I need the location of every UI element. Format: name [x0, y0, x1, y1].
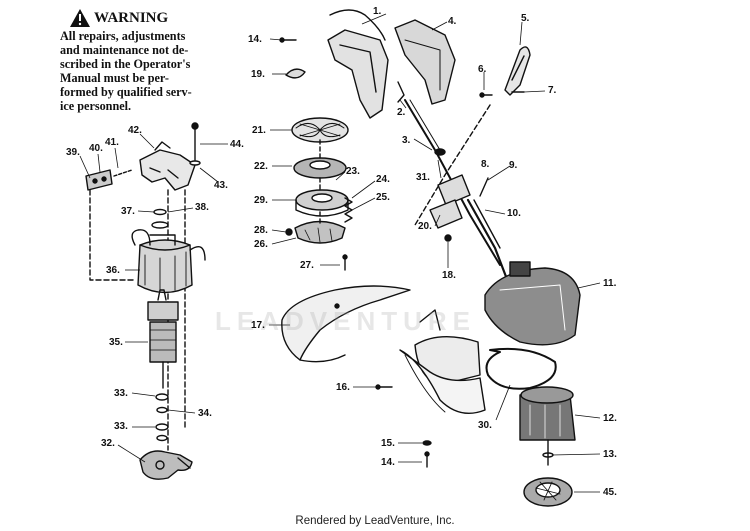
callout-32: 32. — [101, 438, 115, 449]
callout-18: 18. — [442, 270, 456, 281]
callout-11: 11. — [603, 278, 617, 289]
callout-43: 43. — [214, 180, 228, 191]
callout-6: 6. — [478, 64, 487, 75]
spring-19-part — [285, 68, 306, 79]
callout-30: 30. — [478, 420, 492, 431]
callout-37: 37. — [121, 206, 135, 217]
warning-text: All repairs, adjustments and maintenance… — [60, 29, 192, 113]
callout-27: 27. — [300, 260, 314, 271]
callout-14-bottom: 14. — [381, 457, 395, 468]
callout-41: 41. — [105, 137, 119, 148]
callout-5: 5. — [521, 13, 530, 24]
callout-17: 17. — [251, 320, 265, 331]
cord-1-part — [329, 9, 386, 41]
callout-24: 24. — [376, 174, 390, 185]
callout-39: 39. — [66, 147, 80, 158]
callout-31: 31. — [416, 172, 430, 183]
callout-3: 3. — [402, 135, 411, 146]
warning-notice: WARNING All repairs, adjustments and mai… — [60, 10, 260, 113]
warning-icon — [70, 9, 90, 27]
callout-14-top: 14. — [248, 34, 262, 45]
end-cap-32 — [139, 450, 193, 480]
callout-1: 1. — [373, 6, 382, 17]
bolt-27-part — [342, 254, 348, 271]
callout-33-bottom: 33. — [114, 421, 128, 432]
spool-22-part — [293, 157, 347, 179]
screw-6-7-part — [479, 91, 525, 98]
washer-37-38 — [151, 208, 169, 229]
hub-26-part — [285, 220, 346, 244]
screw-9-part — [479, 177, 489, 197]
callout-29: 29. — [254, 195, 268, 206]
callout-21: 21. — [252, 125, 266, 136]
callout-4: 4. — [448, 16, 457, 27]
motor-housing-top-part — [139, 141, 196, 191]
callout-15: 15. — [381, 438, 395, 449]
callout-12: 12. — [603, 413, 617, 424]
guard-lower-part — [399, 349, 486, 414]
callout-33-top: 33. — [114, 388, 128, 399]
motor-housing-36 — [131, 229, 206, 294]
callout-20: 20. — [418, 221, 432, 232]
line-spool-29-part — [295, 189, 349, 217]
footer-credit: Rendered by LeadVenture, Inc. — [295, 515, 455, 527]
callout-45: 45. — [603, 487, 617, 498]
callout-38: 38. — [195, 202, 209, 213]
callout-42: 42. — [128, 125, 142, 136]
callout-7: 7. — [548, 85, 557, 96]
motor-housing-11-part — [484, 261, 581, 346]
callout-34: 34. — [198, 408, 212, 419]
switch-2-part — [397, 81, 405, 103]
handle-left-part — [327, 29, 389, 119]
fan-45-part — [523, 477, 573, 507]
fan-21-part — [291, 117, 349, 143]
shaft-13-part — [542, 439, 554, 466]
guard-17-part — [281, 285, 411, 363]
callout-19: 19. — [251, 69, 265, 80]
callout-40: 40. — [89, 143, 103, 154]
callout-10: 10. — [507, 208, 521, 219]
callout-26: 26. — [254, 239, 268, 250]
callout-2: 2. — [397, 107, 406, 118]
callout-8: 8. — [481, 159, 490, 170]
cord-30-part — [485, 347, 557, 390]
armature-35 — [147, 289, 179, 389]
callout-36: 36. — [106, 265, 120, 276]
motor-12-part — [519, 386, 576, 441]
shaft-3-part — [404, 99, 501, 266]
clamp-8-20-part — [429, 174, 471, 242]
callout-22: 22. — [254, 161, 268, 172]
screw-44-part — [189, 122, 201, 166]
callout-16: 16. — [336, 382, 350, 393]
callout-35: 35. — [109, 337, 123, 348]
callout-23: 23. — [346, 166, 360, 177]
terminal-block-part — [85, 169, 133, 191]
screws-14-15-16-part — [279, 37, 432, 468]
callout-28: 28. — [254, 225, 268, 236]
callout-9: 9. — [509, 160, 518, 171]
callout-13: 13. — [603, 449, 617, 460]
watermark: LEADVENTURE — [215, 306, 477, 336]
grip-5-part — [504, 46, 531, 96]
handle-right-4-part — [394, 19, 456, 105]
callout-44: 44. — [230, 139, 244, 150]
bearing-washers-33-34 — [155, 393, 169, 442]
callout-25: 25. — [376, 192, 390, 203]
warning-title: WARNING — [94, 10, 169, 26]
